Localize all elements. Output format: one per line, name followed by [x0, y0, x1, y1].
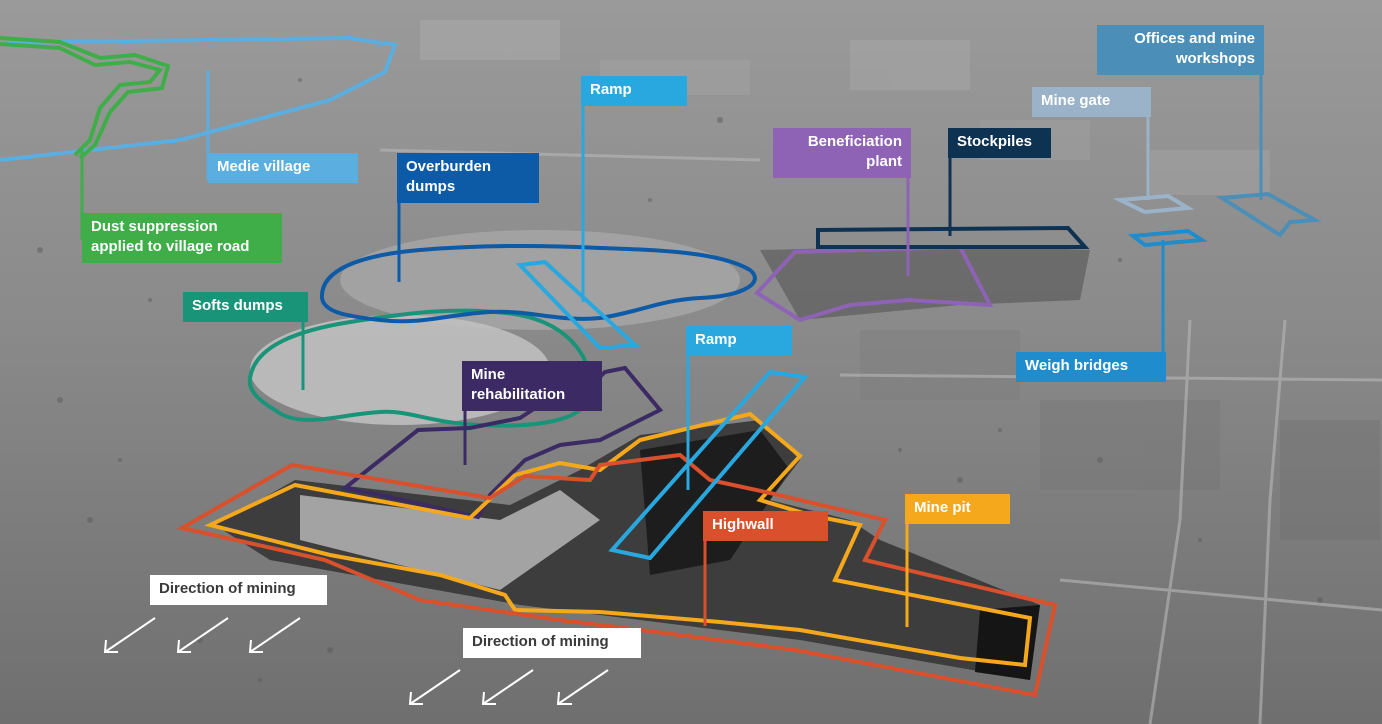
beneficiation-plant-outline — [753, 244, 994, 323]
label-overburden-dumps: Overburden dumps — [397, 153, 539, 203]
label-weigh-bridges: Weigh bridges — [1016, 352, 1166, 382]
overburden-dumps-outline — [319, 243, 757, 324]
label-medie-village: Medie village — [208, 153, 358, 183]
label-dust-suppression: Dust suppression applied to village road — [82, 213, 282, 263]
arrow-right-2 — [481, 669, 534, 705]
label-ramp-top: Ramp — [581, 76, 687, 106]
pit-floor — [215, 420, 1040, 680]
pit-bench — [300, 490, 600, 590]
label-mine-pit: Mine pit — [905, 494, 1010, 524]
overburden-area — [340, 230, 740, 330]
arrow-right-3 — [556, 669, 609, 705]
label-beneficiation-plant: Beneficiation plant — [773, 128, 911, 178]
arrow-right-1 — [408, 669, 461, 705]
arrow-left-1 — [103, 617, 156, 653]
vegetation — [37, 78, 1323, 682]
weigh-bridges-outline — [1127, 228, 1209, 248]
arrow-left-3 — [248, 617, 301, 653]
label-direction-left: Direction of mining — [150, 575, 327, 605]
plant-yard — [760, 245, 1090, 320]
label-highwall: Highwall — [703, 511, 828, 541]
mine-gate-outline — [1112, 193, 1195, 215]
arrow-left-2 — [176, 617, 229, 653]
label-direction-right: Direction of mining — [463, 628, 641, 658]
label-ramp-middle: Ramp — [686, 326, 792, 356]
label-stockpiles: Stockpiles — [948, 128, 1051, 158]
ramp-top-outline — [515, 259, 640, 351]
highwall-outline — [176, 452, 1058, 698]
label-softs-dumps: Softs dumps — [183, 292, 308, 322]
label-mine-rehabilitation: Mine rehabilitation — [462, 361, 602, 411]
label-mine-gate: Mine gate — [1032, 87, 1151, 117]
village-road-outline — [0, 36, 171, 160]
direction-arrows — [103, 617, 609, 705]
label-offices-workshops: Offices and mine workshops — [1097, 25, 1264, 75]
pit-deep — [640, 430, 790, 575]
ramp-middle-outline — [608, 369, 809, 561]
medie-village-outline — [0, 35, 398, 162]
mine-pit-outline — [204, 411, 1033, 668]
stockpiles-outline — [816, 225, 1090, 249]
